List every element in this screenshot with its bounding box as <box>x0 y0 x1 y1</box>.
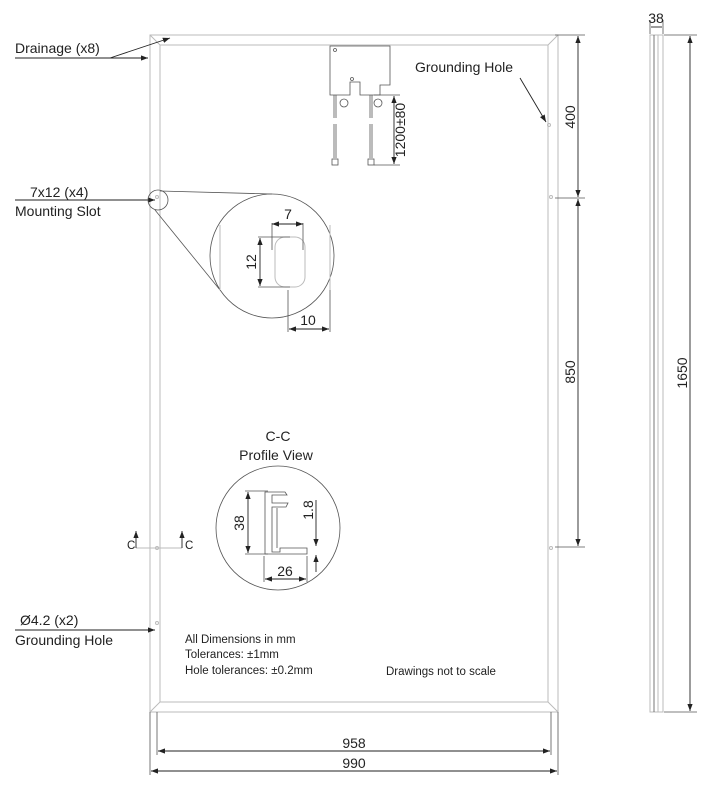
note-hole-tolerances: Hole tolerances: ±0.2mm <box>185 665 313 677</box>
grounding-hole-callout: Grounding Hole <box>415 59 547 123</box>
section-marker-right: C <box>185 540 193 552</box>
inner-width-dimension: 958 <box>342 735 366 751</box>
profile-height-dimension: 38 <box>231 515 247 531</box>
drainage-label: Drainage (x8) <box>15 40 100 56</box>
profile-wall-dimension: 1.8 <box>300 500 316 520</box>
profile-flange-dimension: 26 <box>277 563 293 579</box>
length-dimensions: 400 850 <box>555 34 585 548</box>
slot-size-label: 7x12 (x4) <box>30 184 88 200</box>
profile-view-title: Profile View <box>239 447 314 463</box>
ground-hole-size-label: Ø4.2 (x2) <box>20 612 78 628</box>
grounding-hole-label: Grounding Hole <box>415 59 513 75</box>
drainage-callout: Drainage (x8) <box>15 37 171 61</box>
thickness-dimension: 38 <box>648 10 664 26</box>
section-title: C-C <box>266 428 291 444</box>
junction-box: 1200±80 <box>329 45 408 166</box>
notes: All Dimensions in mm Tolerances: ±1mm Ho… <box>185 634 496 678</box>
slot-height-dimension: 12 <box>243 254 259 270</box>
grounding-hole-bottom-label: Grounding Hole <box>15 632 113 648</box>
panel-side-view: 38 1650 <box>648 10 697 713</box>
mounting-slot-callout: 7x12 (x4) Mounting Slot 7 12 10 <box>15 184 335 332</box>
slot-spacing-dimension: 850 <box>562 360 578 384</box>
ground-hole-callout: Ø4.2 (x2) Grounding Hole <box>15 612 155 648</box>
panel-back-view <box>149 34 559 713</box>
note-dimensions: All Dimensions in mm <box>185 634 296 646</box>
note-tolerances: Tolerances: ±1mm <box>185 649 279 661</box>
top-to-slot-dimension: 400 <box>562 105 578 129</box>
mounting-slot-label: Mounting Slot <box>15 203 101 219</box>
slot-detail-magnifier <box>209 193 335 319</box>
not-to-scale-note: Drawings not to scale <box>386 666 496 678</box>
outer-width-dimension: 990 <box>342 755 366 771</box>
slot-width-dimension: 7 <box>284 206 292 222</box>
slot-offset-dimension: 10 <box>300 312 316 328</box>
cable-length-dimension: 1200±80 <box>392 103 408 158</box>
width-dimensions: 958 990 <box>149 712 559 775</box>
profile-view: C-C Profile View 38 1.8 26 <box>215 428 341 591</box>
section-markers: C C <box>127 531 193 552</box>
total-length-dimension: 1650 <box>674 357 690 388</box>
section-marker-left: C <box>127 540 135 552</box>
